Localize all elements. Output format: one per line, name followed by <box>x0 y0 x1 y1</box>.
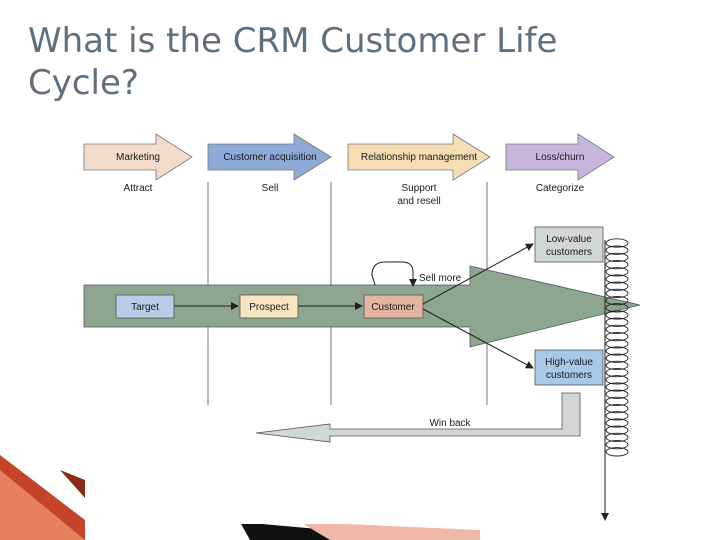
low-value-customers-box: Low-value customers <box>534 226 604 263</box>
node-target: Target <box>115 294 175 319</box>
spiral-loop <box>605 403 629 414</box>
stage-label-relationship-management: Relationship management <box>361 152 477 163</box>
footer-swoosh-decoration <box>0 455 480 540</box>
high-value-customers-rect <box>534 349 604 386</box>
spiral-loop <box>605 331 629 342</box>
stage-caption-support: Support <box>401 183 436 194</box>
high-value-label-line1: High-value <box>545 357 593 368</box>
stage-arrow-relationship-shape <box>347 133 491 181</box>
node-prospect: Prospect <box>239 294 299 319</box>
win-back-arrow <box>255 392 581 443</box>
spiral-loop <box>605 288 629 299</box>
stage-label-customer-acquisition: Customer acquisition <box>223 152 316 163</box>
stage-arrow-customer-acquisition: Customer acquisition <box>207 133 332 181</box>
sell-more-label: Sell more <box>419 273 462 284</box>
spiral-loop <box>605 252 629 263</box>
win-back-label: Win back <box>429 418 471 429</box>
spiral-loop <box>605 411 629 421</box>
node-target-label: Target <box>131 302 159 313</box>
node-prospect-label: Prospect <box>249 302 289 313</box>
spiral-loop <box>605 447 629 457</box>
stage-arrow-acquisition-shape <box>207 133 332 181</box>
spiral-loop <box>605 303 629 313</box>
spiral-loop <box>605 245 629 255</box>
high-value-customers-box: High-value customers <box>534 349 604 386</box>
sell-more-loop-arrow <box>371 261 417 287</box>
low-value-label-line1: Low-value <box>546 234 592 245</box>
stage-caption-attract: Attract <box>124 183 153 194</box>
spiral-loop <box>605 389 629 399</box>
stage-label-loss-churn: Loss/churn <box>536 152 585 163</box>
spiral-loop <box>605 295 629 306</box>
stage-arrow-relationship-management: Relationship management <box>347 133 491 181</box>
stage-caption-sell: Sell <box>262 183 279 194</box>
spiral-loop <box>605 259 629 270</box>
stage-arrow-marketing-shape <box>83 133 193 181</box>
stage-caption-and-resell: and resell <box>397 196 440 207</box>
node-customer: Customer <box>363 294 424 319</box>
spiral-loop <box>605 267 629 277</box>
node-customer-box <box>363 294 424 319</box>
spiral-loop <box>605 346 629 356</box>
spiral-loop <box>605 439 629 450</box>
low-value-label-line2: customers <box>546 247 592 258</box>
spiral-loop <box>605 353 629 363</box>
spiral-loop <box>605 382 629 392</box>
low-value-customers-rect <box>534 226 604 263</box>
stage-caption-categorize: Categorize <box>536 183 585 194</box>
spiral-loop <box>605 360 629 371</box>
spiral-loop <box>605 274 629 284</box>
node-customer-label: Customer <box>371 302 415 313</box>
spiral-loop <box>605 425 629 435</box>
stage-arrow-loss-churn: Loss/churn <box>505 133 615 181</box>
flow-arrows <box>174 243 534 369</box>
stage-label-marketing: Marketing <box>116 152 160 163</box>
spiral-loop <box>605 310 629 320</box>
spiral-loop <box>605 339 629 349</box>
churn-spiral-decoration <box>601 238 629 521</box>
spiral-loop <box>605 324 629 335</box>
arrow-customer-to-high-value <box>422 308 534 369</box>
slide-title: What is the CRM Customer Life Cycle? <box>28 21 558 103</box>
arrow-customer-to-low-value <box>422 243 534 305</box>
spiral-loop <box>605 317 629 327</box>
stage-arrow-loss-shape <box>505 133 615 181</box>
spiral-loop <box>605 432 629 443</box>
spiral-loop <box>605 281 629 291</box>
spiral-loop <box>605 238 629 248</box>
spiral-loop <box>605 396 629 407</box>
spiral-loop <box>605 418 629 428</box>
stage-arrow-marketing: Marketing <box>83 133 193 181</box>
spiral-loop <box>605 367 629 378</box>
high-value-label-line2: customers <box>546 370 592 381</box>
spiral-loop <box>605 375 629 385</box>
